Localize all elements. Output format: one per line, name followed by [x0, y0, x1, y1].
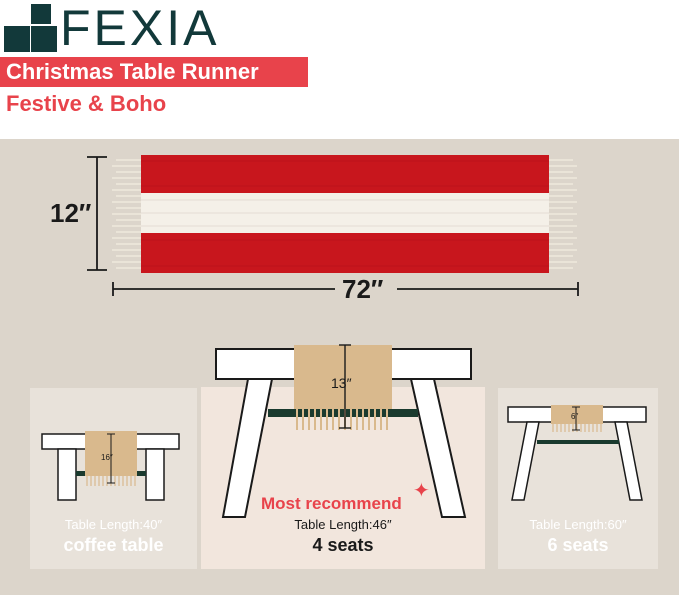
coffee-table-name: coffee table	[63, 535, 164, 555]
coffee-table-length: Table Length:40″	[64, 517, 163, 532]
coffee-table-drop-label: 16″	[101, 453, 113, 462]
coffee-table-diagram	[41, 431, 180, 501]
length-dimension-line	[112, 282, 579, 296]
four-seat-table-diagram	[215, 344, 472, 518]
table-runner-image	[112, 155, 577, 273]
runner-length-label: 72″	[342, 274, 384, 304]
brand-name: FEXIA	[60, 0, 220, 56]
most-recommend-badge: Most recommend	[261, 494, 402, 513]
page-title: Christmas Table Runner	[6, 59, 259, 84]
four-seat-name: 4 seats	[312, 535, 374, 555]
runner-fringe-right	[548, 159, 577, 269]
sparkle-icon: ✦	[413, 480, 430, 502]
six-seat-length: Table Length:60″	[529, 517, 627, 532]
six-seat-table-diagram	[507, 405, 647, 501]
page-subtitle: Festive & Boho	[6, 91, 167, 116]
logo-mark-icon	[4, 4, 58, 52]
six-seat-name: 6 seats	[547, 535, 609, 555]
width-dimension-line	[87, 156, 107, 271]
four-seat-length: Table Length:46″	[294, 517, 392, 532]
six-seat-drop-label: 6″	[571, 412, 579, 421]
brand-logo: FEXIA	[4, 0, 220, 56]
runner-width-label: 12″	[50, 198, 92, 228]
four-seat-drop-label: 13″	[331, 375, 352, 391]
runner-fringe-left	[112, 159, 141, 269]
title-banner	[0, 57, 308, 87]
